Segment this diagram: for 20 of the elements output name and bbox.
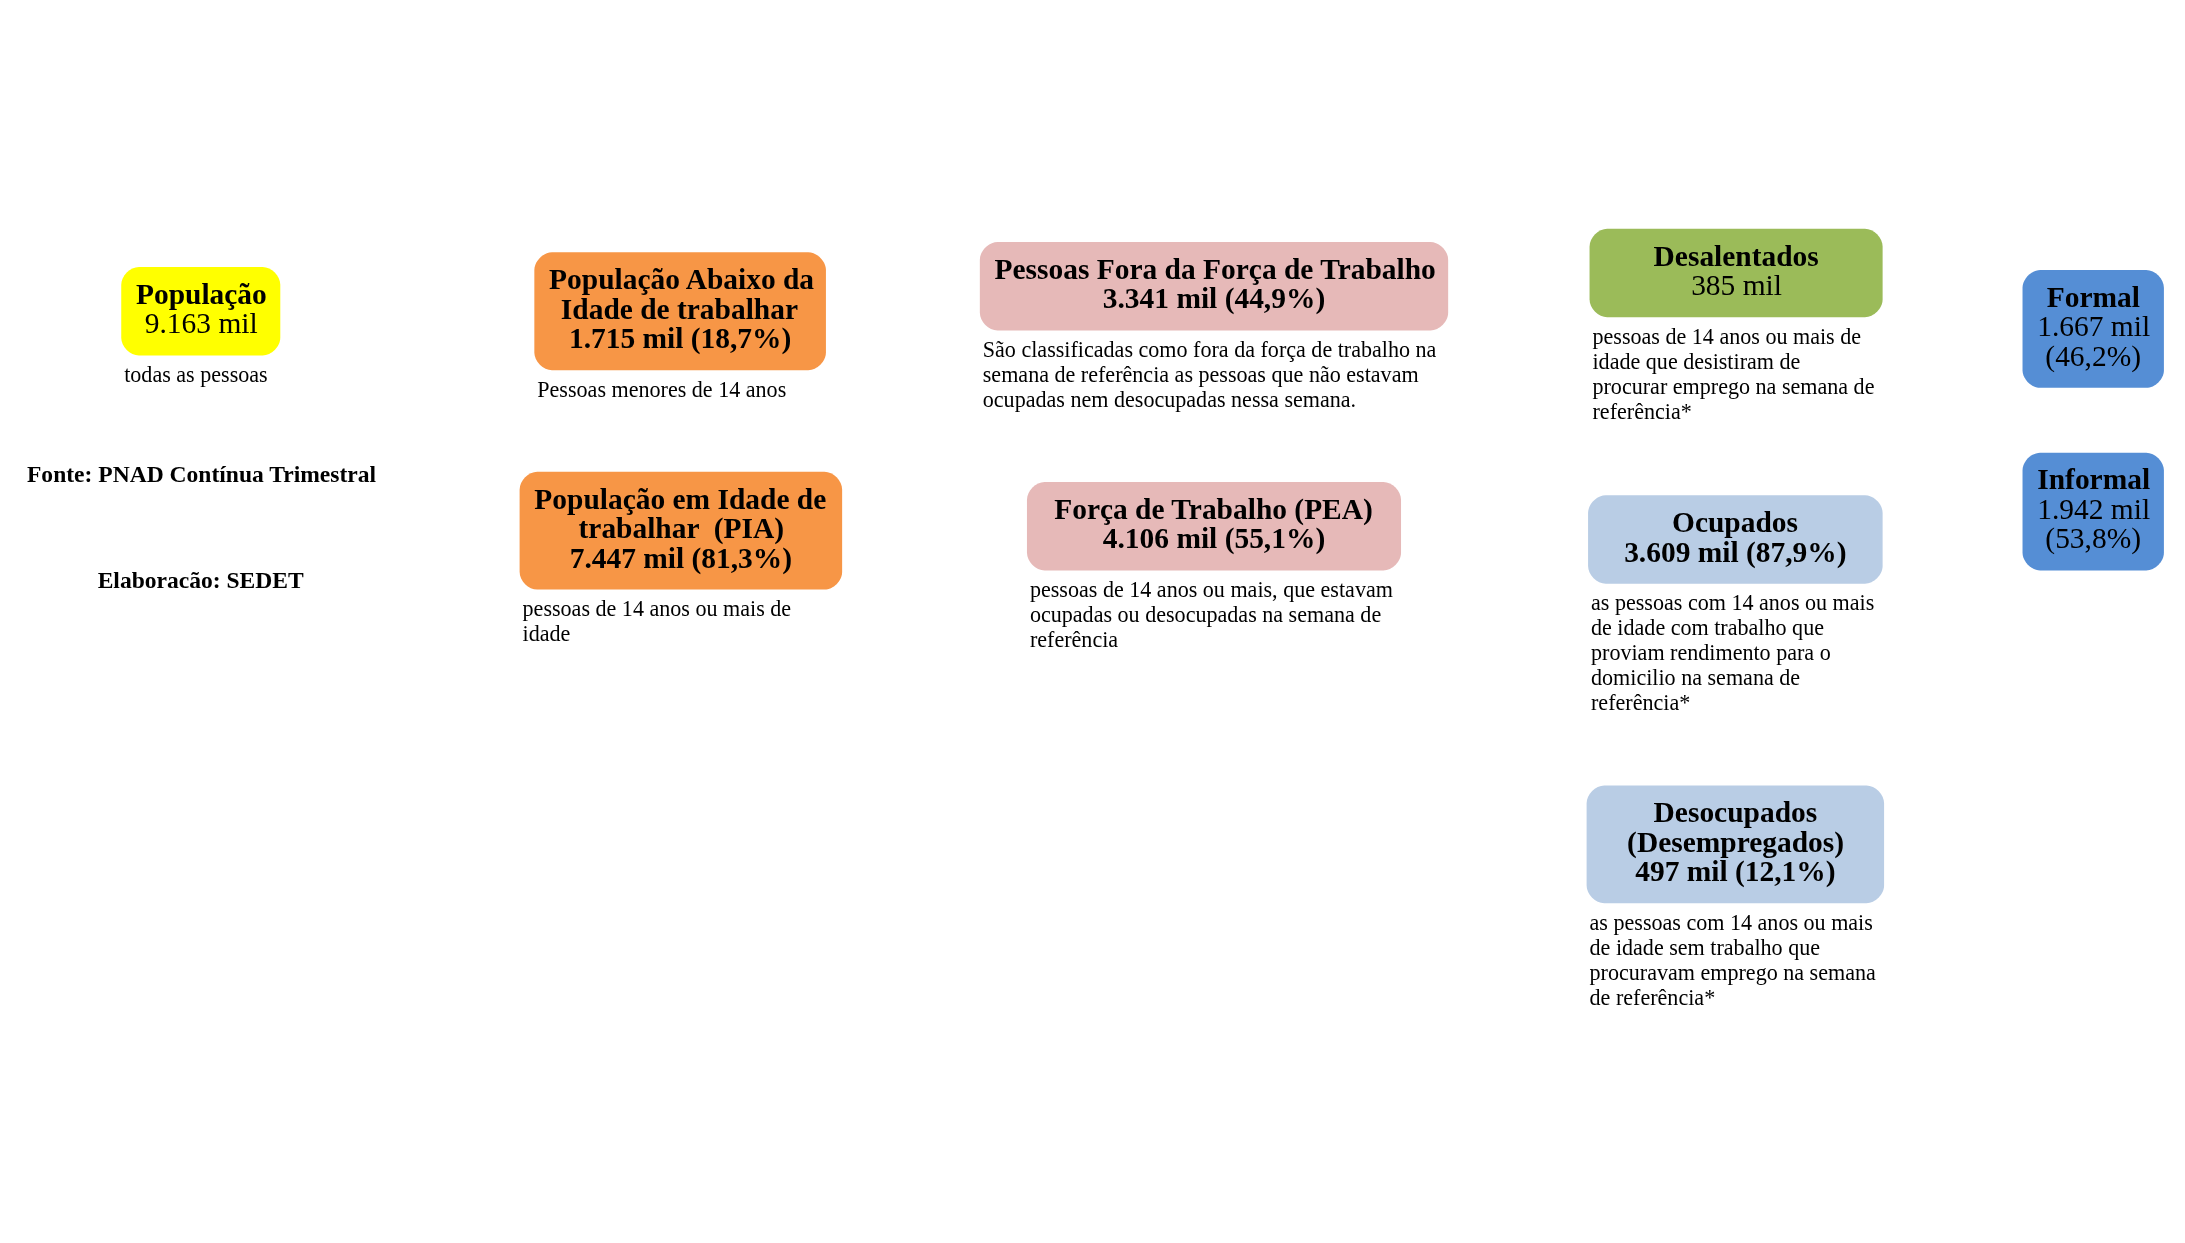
node-box: Pessoas Fora da Força de Trabalho 3.341 mil (44,9%) [979, 241, 1449, 330]
node-box: Força de Trabalho (PEA) 4.106 mil (55,1%) [1026, 481, 1402, 570]
node-label: todas as pessoas [124, 361, 268, 387]
node-box: Ocupados 3.609 mil (87,9%) [1588, 494, 1883, 584]
node-label: as pessoas com 14 anos ou mais de idade com trabalho que proviam rendimento para o domicilio na semana de referência* [1591, 589, 1875, 715]
node-box: Informal 1.942 mil (53,8%) [2022, 452, 2164, 570]
node-label: Pessoas menores de 14 anos [537, 376, 787, 402]
node-label: pessoas de 14 anos ou mais de idade [522, 595, 792, 646]
node-box: Desocupados (Desempregados) 497 mil (12,1%) [1586, 784, 1885, 903]
node-label: pessoas de 14 anos ou mais de idade que desistiram de procurar emprego na semana de referência* [1592, 323, 1875, 424]
node-label: pessoas de 14 anos ou mais, que estavam ocupadas ou desocupadas na semana de referência [1029, 576, 1393, 652]
label: Fonte: PNAD Contínua Trimestral [26, 460, 377, 487]
label: Elaboracão: SEDET [97, 566, 304, 593]
node-box: População Abaixo da Idade de trabalhar 1.715 mil (18,7%) [534, 251, 826, 370]
node-label: São classificadas como fora da força de trabalho na semana de referência as pessoas que não estavam ocupadas nem desocupadas nessa semana. [982, 336, 1437, 412]
node-box: População em Idade de trabalhar (PIA) 7.447 mil (81,3%) [519, 471, 843, 590]
node-box: Formal 1.667 mil (46,2%) [2022, 269, 2164, 388]
node-box: Desalentados 385 mil [1589, 228, 1883, 317]
node-box: População 9.163 mil [121, 266, 281, 355]
node-label: as pessoas com 14 anos ou mais de idade sem trabalho que procuravam emprego na semana de referência* [1589, 909, 1876, 1010]
